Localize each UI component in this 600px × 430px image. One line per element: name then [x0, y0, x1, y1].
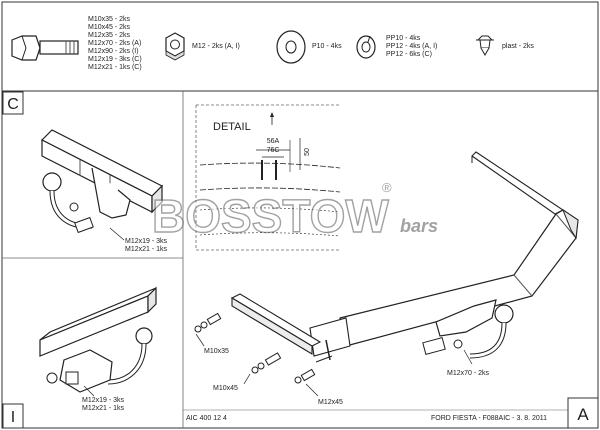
- spring-washer-icon: [356, 35, 376, 59]
- bolt-list: M10x35 - 2ks M10x45 - 2ks M12x35 - 2ks M…: [88, 16, 142, 71]
- panel-c-letter: C: [7, 96, 19, 113]
- m12x45-callout: M12x45: [318, 399, 343, 406]
- panel-a-towbar: [230, 151, 579, 365]
- detail-inset: DETAIL 56A 76C 50: [195, 104, 341, 251]
- m12x70-callout: M12x70 - 2ks: [447, 370, 490, 377]
- m10x45-callout: M10x45: [213, 385, 238, 392]
- panel-i-towbar: [39, 286, 157, 397]
- logo-suffix: bars: [400, 216, 438, 236]
- spring-washer-item: PP12 - 6ks (C): [386, 51, 432, 58]
- bolt-list-item: M12x35 - 2ks: [88, 32, 131, 39]
- panel-i-box: [2, 403, 24, 429]
- m10x45-bolt-assembly: [243, 352, 282, 385]
- panel-c-towbar: [40, 129, 164, 241]
- nut-label: M12 - 2ks (A, I): [192, 43, 240, 50]
- plastic-clip-icon: [476, 35, 494, 57]
- spring-washer-list: PP10 - 4ks PP12 - 4ks (A, I) PP12 - 6ks …: [386, 35, 437, 58]
- panel-i-bolt-note: M12x21 - 1ks: [82, 405, 125, 412]
- spring-washer-item: PP12 - 4ks (A, I): [386, 43, 437, 50]
- dimension-56a: 56A: [267, 138, 280, 145]
- panel-c-box: [2, 91, 24, 115]
- detail-title: DETAIL: [213, 121, 251, 133]
- bolt-list-item: M12x19 - 3ks (C): [88, 56, 142, 63]
- bolt-list-item: M12x21 - 1ks (C): [88, 64, 142, 71]
- m10x35-callout: M10x35: [204, 348, 229, 355]
- logo-wordmark: BOSSTOW: [152, 190, 389, 242]
- bolt-list-item: M10x35 - 2ks: [88, 16, 131, 23]
- bosstow-logo: BOSSTOW ® bars: [151, 180, 438, 243]
- panel-i-letter: I: [11, 409, 15, 426]
- dimension-76c: 76C: [267, 147, 280, 154]
- flat-washer-icon: [276, 30, 306, 64]
- m10x35-bolt-assembly: [194, 312, 222, 347]
- hex-nut-icon: [165, 32, 185, 61]
- panel-c-bolt-note: M12x21 - 1ks: [125, 246, 168, 253]
- logo-registered-mark: ®: [382, 180, 392, 195]
- panel-c-bolt-note: M12x19 - 3ks: [125, 238, 168, 245]
- footer-model-date: FORD FIESTA - F088AIC - 3. 8. 2011: [431, 415, 547, 422]
- footer-drawing-code: AIC 400 12 4: [186, 415, 227, 422]
- panel-i-bolt-note: M12x19 - 3ks: [82, 397, 125, 404]
- m12x45-bolt-assembly: [294, 368, 319, 397]
- spring-washer-item: PP10 - 4ks: [386, 35, 421, 42]
- bolt-list-item: M12x70 - 2ks (A): [88, 40, 141, 47]
- panel-a-box: [567, 397, 599, 429]
- plastic-label: plast - 2ks: [502, 43, 534, 50]
- washer-label: P10 - 4ks: [312, 43, 342, 50]
- bolt-list-item: M10x45 - 2ks: [88, 24, 131, 31]
- main-panel-frame: [1, 90, 599, 429]
- bolt-icon: [11, 35, 79, 61]
- dimension-50: 50: [304, 148, 311, 156]
- panel-a-letter: A: [577, 405, 589, 424]
- bolt-list-item: M12x90 - 2ks (I): [88, 48, 139, 55]
